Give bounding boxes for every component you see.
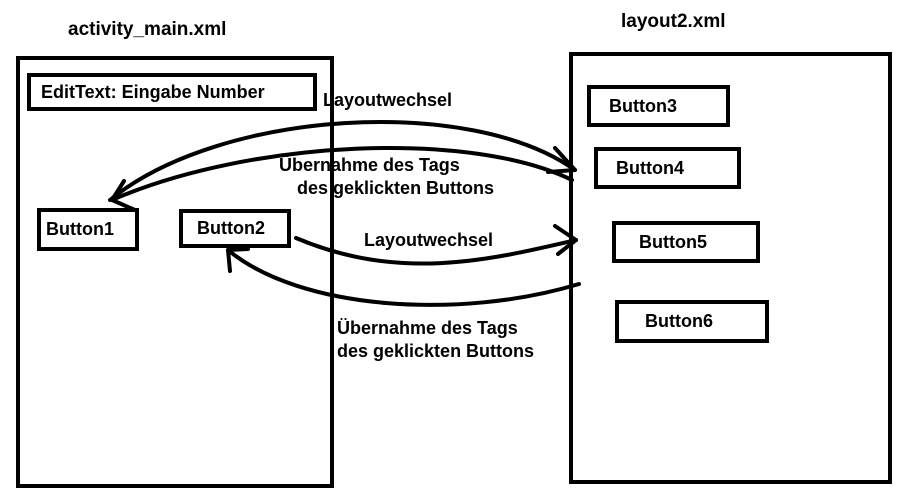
button2-label: Button2 (197, 218, 265, 238)
button6-label: Button6 (645, 311, 713, 331)
button3-label: Button3 (609, 95, 677, 116)
label-top-back-line1: Übernahme des Tags (279, 155, 460, 175)
arrow-top-back (110, 145, 574, 202)
label-top-back-line2: des geklickten Buttons (297, 178, 495, 198)
edittext-field[interactable]: EditText: Eingabe Number (27, 73, 317, 111)
button4[interactable]: Button4 (594, 147, 741, 189)
button1[interactable]: Button1 (37, 208, 139, 251)
label-bottom-back-line2: des geklickten Buttons (337, 341, 535, 361)
arrow-top-forward (108, 119, 577, 202)
layout2-panel (569, 52, 892, 484)
arrow-top-back-head (110, 179, 137, 212)
button4-label: Button4 (616, 157, 684, 178)
button6[interactable]: Button6 (615, 300, 769, 343)
arrow-bottom-forward-head (553, 224, 578, 256)
label-top-forward: Layoutwechsel (323, 90, 453, 110)
activity-main-panel (16, 56, 334, 488)
arrow-bottom-forward (294, 236, 578, 266)
arrow-bottom-back (226, 248, 581, 307)
layout2-title: layout2.xml (621, 11, 726, 32)
button1-label: Button1 (46, 219, 114, 239)
button5-label: Button5 (639, 231, 707, 252)
edittext-label: EditText: Eingabe Number (41, 81, 265, 102)
label-bottom-back-line1: Übernahme des Tags (337, 318, 518, 338)
arrow-bottom-back-head (226, 247, 250, 273)
button2[interactable]: Button2 (179, 209, 291, 248)
label-bottom-forward: Layoutwechsel (364, 230, 494, 250)
activity-main-title: activity_main.xml (68, 19, 227, 40)
button3[interactable]: Button3 (587, 85, 730, 127)
button5[interactable]: Button5 (612, 221, 760, 263)
